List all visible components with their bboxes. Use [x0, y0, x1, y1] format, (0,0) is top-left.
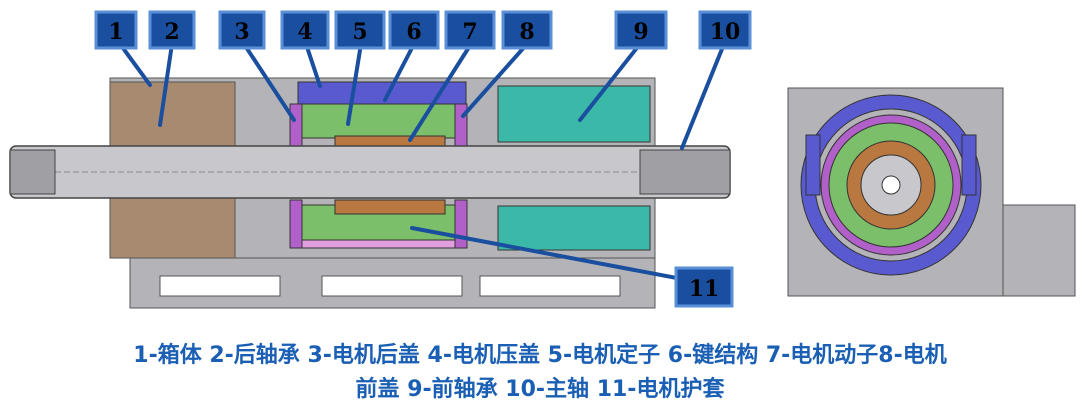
callout-10: 10: [698, 10, 752, 50]
callout-8-number: 8: [519, 19, 534, 45]
callout-7: 7: [444, 10, 496, 50]
radial-key-right: [961, 134, 977, 196]
rear-bearing-bottom: [109, 197, 236, 259]
callout-4: 4: [280, 10, 330, 50]
leader-lines: [118, 42, 726, 284]
leader-10: [680, 42, 726, 150]
radial-key-left: [805, 134, 821, 196]
shaft-rear-end: [9, 149, 56, 195]
callout-1-number: 1: [108, 19, 123, 45]
front-bearing-top: [497, 85, 651, 143]
motor-front-cover-bottom: [454, 199, 468, 249]
radial-flange: [1002, 204, 1076, 297]
radial-section: [787, 87, 1076, 297]
callout-9-number: 9: [633, 19, 648, 45]
callout-3-number: 3: [234, 19, 249, 45]
callout-10-number: 10: [710, 19, 741, 45]
legend-caption-line-2: 前盖 9-前轴承 10-主轴 11-电机护套: [355, 377, 725, 402]
callout-3: 3: [218, 10, 266, 50]
callout-4-number: 4: [297, 19, 312, 45]
callout-9: 9: [614, 10, 668, 50]
callout-2-number: 2: [164, 19, 179, 45]
base-slot-2: [321, 275, 463, 297]
callout-2: 2: [148, 10, 196, 50]
base-slot-3: [479, 275, 621, 297]
rear-bearing-top: [109, 81, 236, 147]
base-slot-1: [159, 275, 281, 297]
leader-6: [383, 42, 416, 102]
leader-4: [304, 42, 322, 88]
callout-8: 8: [501, 10, 553, 50]
motor-rear-cover-top: [289, 103, 303, 149]
leader-2: [158, 42, 174, 127]
callout-11-number: 11: [689, 276, 720, 302]
callout-labels: 1 2 3 4 5 6 7 8: [94, 10, 752, 308]
leader-8: [461, 42, 529, 118]
radial-bore: [881, 175, 901, 195]
callout-7-number: 7: [462, 19, 477, 45]
callout-11: 11: [674, 266, 734, 308]
shaft-nose: [639, 149, 731, 195]
callout-6: 6: [388, 10, 440, 50]
leader-5: [346, 42, 363, 126]
longitudinal-section: [9, 77, 731, 309]
leader-1: [118, 42, 152, 87]
callout-6-number: 6: [406, 19, 421, 45]
callout-5: 5: [334, 10, 386, 50]
front-bearing-bottom: [497, 205, 651, 251]
rotor-bottom: [334, 199, 446, 215]
stator-top: [301, 103, 456, 139]
callout-5-number: 5: [352, 19, 367, 45]
legend-caption-line-1: 1-箱体 2-后轴承 3-电机后盖 4-电机压盖 5-电机定子 6-键结构 7-…: [133, 343, 947, 368]
leader-11: [410, 226, 700, 284]
callout-1: 1: [94, 10, 138, 50]
motor-rear-cover-bottom: [289, 199, 303, 249]
leader-9: [578, 42, 642, 122]
leader-7: [408, 42, 473, 142]
leader-3: [242, 42, 296, 122]
motor-sleeve: [301, 239, 456, 249]
